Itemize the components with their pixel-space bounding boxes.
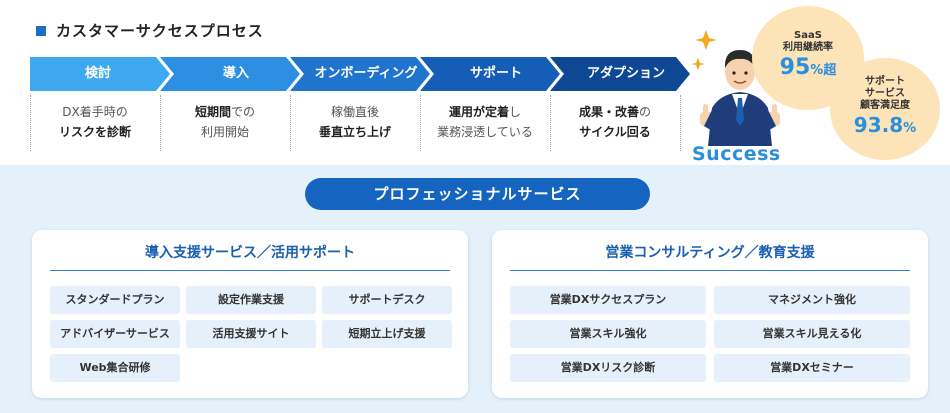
step-description-3: 稼働直後 垂直立ち上げ: [290, 95, 420, 151]
support-satisfaction-value: 93.8%: [830, 112, 940, 142]
heading-text: カスタマーサクセスプロセス: [56, 20, 264, 41]
implementation-support-panel: 導入支援サービス／活用サポート スタンダードプラン 設定作業支援 サポートデスク…: [32, 230, 468, 398]
step-label-2: 導入: [172, 57, 300, 91]
success-label: Success: [692, 143, 781, 165]
step-description-5: 成果・改善の サイクル回る: [550, 95, 680, 151]
panel-divider: [50, 270, 450, 271]
service-chip: Web集合研修: [50, 354, 180, 382]
service-chip: スタンダードプラン: [50, 286, 180, 314]
panel-title: 営業コンサルティング／教育支援: [492, 242, 928, 262]
service-chip: 営業DXセミナー: [714, 354, 910, 382]
service-chip: アドバイザーサービス: [50, 320, 180, 348]
service-chip: サポートデスク: [322, 286, 452, 314]
sparkle-icon: [695, 30, 717, 50]
step-label-4: サポート: [432, 57, 560, 91]
service-chip: 活用支援サイト: [186, 320, 316, 348]
service-chip: マネジメント強化: [714, 286, 910, 314]
service-chip: 営業DXサクセスプラン: [510, 286, 706, 314]
step-label-1: 検討: [30, 57, 166, 91]
service-chip: 短期立上げ支援: [322, 320, 452, 348]
service-chip: 設定作業支援: [186, 286, 316, 314]
heading-square-icon: [36, 26, 46, 36]
step-description-4: 運用が定着し 業務浸透している: [420, 95, 550, 151]
section-heading: カスタマーサクセスプロセス: [36, 20, 264, 41]
step-description-1: DX着手時の リスクを診断: [30, 95, 160, 151]
step-description-2: 短期間での 利用開始: [160, 95, 290, 151]
service-chip: 営業DXリスク診断: [510, 354, 706, 382]
service-chip: 営業スキル見える化: [714, 320, 910, 348]
services-title: プロフェッショナルサービス: [305, 178, 650, 210]
panel-divider: [510, 270, 910, 271]
sales-consulting-panel: 営業コンサルティング／教育支援 営業DXサクセスプラン マネジメント強化 営業ス…: [492, 230, 928, 398]
panel-title: 導入支援サービス／活用サポート: [32, 242, 468, 262]
desc-separator: [680, 95, 681, 151]
support-satisfaction-badge: サポート サービス 顧客満足度 93.8%: [830, 58, 940, 160]
step-label-3: オンボーディング: [302, 57, 430, 91]
step-label-5: アダプション: [562, 57, 690, 91]
sparkle-icon: [691, 58, 705, 70]
service-chip: 営業スキル強化: [510, 320, 706, 348]
